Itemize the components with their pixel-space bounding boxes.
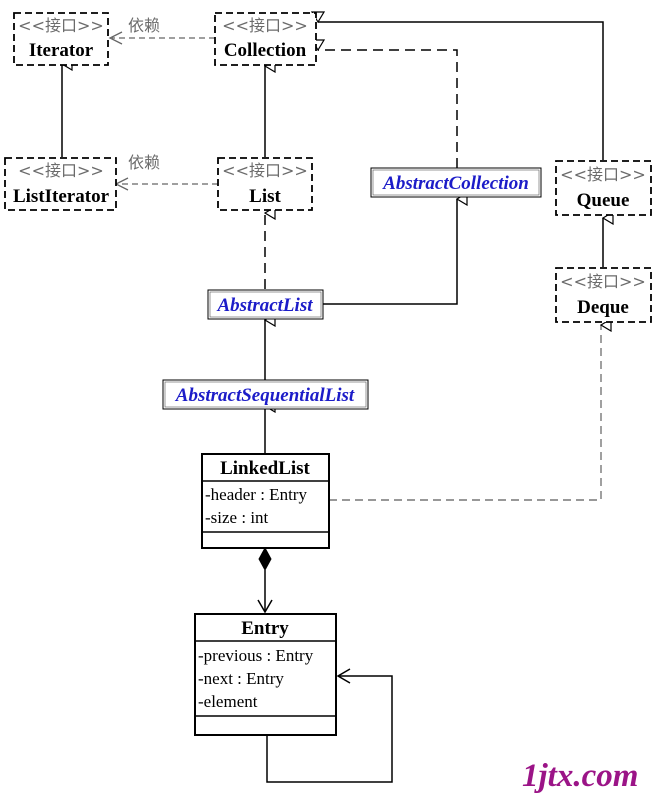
generalization-queue-collection [318,22,604,160]
entry-attribute: -element [198,692,258,711]
class-linkedlist[interactable]: LinkedList -header : Entry -size : int [201,453,330,549]
iterator-stereotype: <<接口>> [18,16,104,35]
entry-attribute: -previous : Entry [198,646,314,665]
dependency-label-top: 依赖 [128,16,160,35]
interface-deque[interactable]: <<接口>> Deque [555,267,652,323]
listiterator-stereotype: <<接口>> [18,161,104,180]
deque-stereotype: <<接口>> [560,272,646,291]
collection-name: Collection [224,40,307,61]
realization-abstractcollection-collection [318,50,458,168]
interface-listiterator[interactable]: <<接口>> ListIterator [4,157,117,211]
interface-list[interactable]: <<接口>> List [217,157,313,211]
realization-linkedlist-deque [329,325,601,501]
class-entry[interactable]: Entry -previous : Entry -next : Entry -e… [194,613,337,736]
iterator-name: Iterator [29,40,94,61]
list-stereotype: <<接口>> [222,161,308,180]
deque-name: Deque [577,297,629,318]
dependency-label-middle: 依赖 [128,153,160,172]
abstractcollection-name: AbstractCollection [382,173,529,194]
abstractlist-name: AbstractList [216,295,313,316]
interface-queue[interactable]: <<接口>> Queue [555,160,652,216]
abstract-class-abstractsequentiallist[interactable]: AbstractSequentialList [162,379,369,410]
abstract-class-abstractcollection[interactable]: AbstractCollection [370,167,542,198]
queue-name: Queue [577,190,630,211]
entry-name: Entry [241,618,289,639]
composition-linkedlist-entry [257,546,273,614]
watermark-logo: 1jtx.com [522,758,638,794]
listiterator-name: ListIterator [13,186,110,207]
entry-attribute: -next : Entry [198,669,284,688]
list-name: List [249,186,281,207]
linkedlist-attribute: -size : int [205,508,269,527]
abstract-class-abstractlist[interactable]: AbstractList [207,289,324,320]
queue-stereotype: <<接口>> [560,165,646,184]
generalization-abstractlist-abstractcollection [323,199,457,305]
interface-iterator[interactable]: <<接口>> Iterator [13,12,109,66]
dependency-list-listiterator [114,177,218,191]
dependency-collection-iterator [108,31,215,45]
collection-stereotype: <<接口>> [222,16,308,35]
abstractsequentiallist-name: AbstractSequentialList [175,385,355,406]
linkedlist-attribute: -header : Entry [205,485,307,504]
interface-collection[interactable]: <<接口>> Collection [214,12,317,66]
self-association-entry [266,668,393,783]
linkedlist-name: LinkedList [220,458,310,479]
